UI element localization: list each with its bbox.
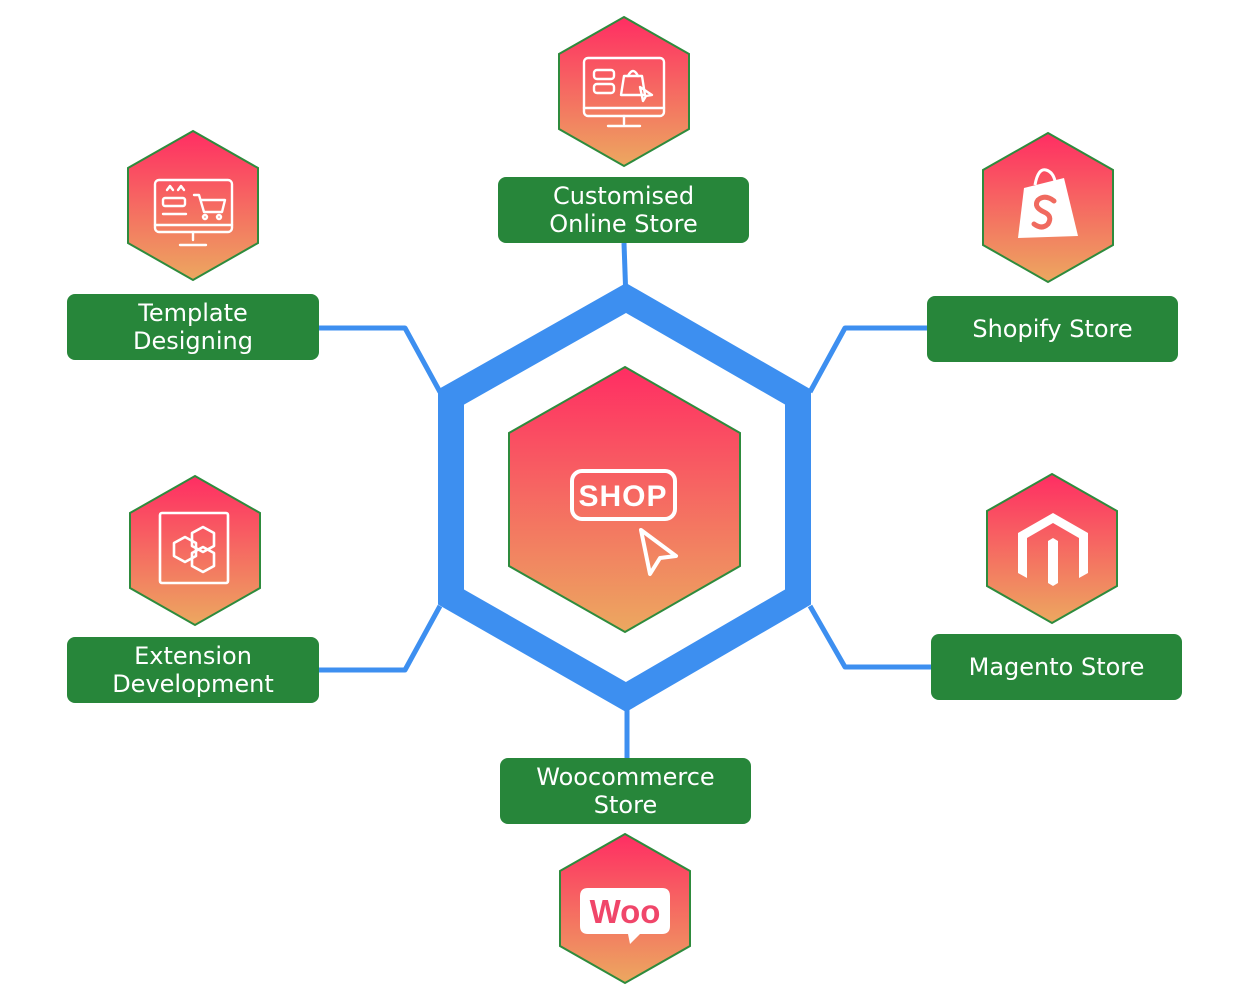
- label-woocommerce-store: Woocommerce Store: [500, 758, 751, 824]
- connector-magento: [807, 604, 931, 670]
- connector-extension: [319, 604, 443, 673]
- woo-logo-text: Woo: [590, 893, 661, 930]
- woocommerce-logo-icon: Woo: [580, 888, 670, 944]
- label-template-line-1: Template: [138, 299, 248, 327]
- hexagon-customised: [558, 15, 690, 168]
- hexagon-magento: [986, 472, 1118, 625]
- label-template-line-2: Designing: [133, 327, 253, 355]
- connector-template: [319, 325, 443, 394]
- label-woo-line-1: Woocommerce: [536, 763, 715, 791]
- center-outline-hexagon: [438, 283, 811, 713]
- label-customised-line-2: Online Store: [549, 210, 698, 238]
- label-extension-line-2: Development: [112, 670, 274, 698]
- magento-logo-icon: [1018, 513, 1088, 586]
- monitor-shopping-bag-icon: [582, 56, 666, 128]
- extension-hexagons-icon: [158, 511, 230, 585]
- center-hexagon: SHOP: [508, 365, 741, 634]
- shop-cursor-icon: [570, 469, 678, 576]
- label-magento-store: Magento Store: [931, 634, 1182, 700]
- monitor-cart-icon: [153, 178, 234, 247]
- label-customised-line-1: Customised: [552, 182, 695, 210]
- label-magento-line-1: Magento Store: [968, 653, 1145, 681]
- hexagon-template: [127, 129, 259, 282]
- shop-label: SHOP: [578, 480, 667, 513]
- label-woo-line-2: Store: [593, 791, 658, 819]
- hexagon-woo: Woo: [559, 832, 691, 985]
- hexagon-extension: [129, 474, 261, 627]
- label-customised-online-store: Customised Online Store: [498, 177, 749, 243]
- label-extension-line-1: Extension: [134, 642, 252, 670]
- label-extension-development: Extension Development: [67, 637, 319, 703]
- hexagon-shopify: [982, 131, 1114, 284]
- label-shopify-line-1: Shopify Store: [972, 315, 1133, 343]
- shopify-logo-icon: [1018, 168, 1078, 238]
- connector-shopify: [807, 325, 927, 394]
- label-template-designing: Template Designing: [67, 294, 319, 360]
- label-shopify-store: Shopify Store: [927, 296, 1178, 362]
